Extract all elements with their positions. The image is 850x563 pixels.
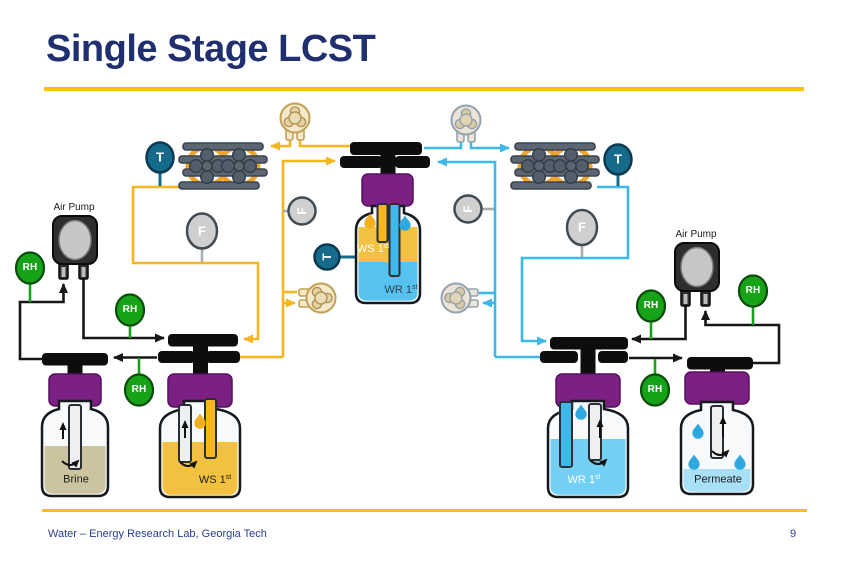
airline-pump-to-ws (82, 279, 165, 343)
roller-cluster (520, 147, 590, 185)
bottle-permeate (679, 357, 755, 496)
bottle-ws-first (158, 334, 242, 499)
brine-label: Brine (63, 473, 89, 486)
sensor-stems (28, 172, 755, 374)
air-pump-right (674, 242, 720, 307)
permeate-label: Permeate (694, 473, 742, 486)
rh-label-6: RH (647, 384, 663, 395)
rh-sensor-2 (114, 293, 146, 327)
footer-divider (42, 509, 807, 512)
pump-head-top-right (450, 104, 482, 143)
bottle-central (340, 142, 430, 305)
air-pump-left-label: Air Pump (53, 202, 95, 213)
droplet-blue (688, 454, 700, 470)
piping-air-black (18, 279, 781, 365)
rh-label-4: RH (643, 300, 659, 311)
rh-label-1: RH (22, 262, 38, 273)
pipe-bottle-to-pumphead-r (424, 142, 463, 150)
pump-head-mid-right (440, 282, 479, 314)
pump-head-mid-left (298, 282, 337, 314)
f-sensor-right (565, 208, 599, 247)
t-sensor-center (313, 243, 341, 271)
t-sensor-center-label: T (320, 253, 334, 261)
t-sensor-right (603, 143, 633, 176)
central-wr-label: WR 1st (384, 284, 418, 296)
pipe-pumphead-to-module-r (469, 142, 510, 153)
page-title: Single Stage LCST (46, 28, 376, 70)
humidity-sensors (14, 251, 769, 407)
f-sensor-right-label: F (578, 219, 586, 235)
bottle-wr-first (540, 337, 630, 499)
t-sensor-right-label: T (614, 151, 622, 167)
rh-label-5: RH (745, 285, 761, 296)
droplet-blue (734, 454, 746, 470)
page-number: 9 (790, 528, 797, 540)
title-divider (44, 87, 804, 91)
f-sensor-side-left (287, 196, 317, 226)
airline-brine-to-pump (18, 283, 68, 361)
pipe-module-to-wr-bottle (520, 185, 630, 346)
rh-sensor-3 (123, 373, 155, 407)
pipe-bottle-to-pumphead (298, 139, 352, 148)
bottle-brine (40, 353, 110, 498)
temperature-sensors (145, 141, 633, 271)
pipe-pumphead-to-module (270, 139, 292, 151)
droplet-blue (575, 404, 587, 420)
droplet-yellow (194, 413, 206, 429)
rh-sensor-6 (639, 373, 671, 407)
piping-warm-yellow (131, 139, 352, 359)
f-sensor-side-right-label: F (461, 205, 475, 213)
droplet-yellow (364, 213, 376, 229)
membrane-module-right (510, 142, 600, 190)
permeate-liquid (683, 469, 751, 492)
ws-liquid (162, 442, 238, 495)
air-pump-right-label: Air Pump (675, 229, 717, 240)
t-sensor-left (145, 141, 175, 174)
rh-sensor-1 (14, 251, 46, 285)
central-wr-layer (358, 262, 418, 301)
footer-text: Water – Energy Research Lab, Georgia Tec… (48, 528, 267, 540)
rh-sensor-4 (635, 289, 667, 323)
ws-bottle-label: WS 1st (198, 474, 232, 486)
membrane-module-left (178, 142, 268, 190)
droplet-blue (399, 215, 411, 231)
f-sensor-left-label: F (198, 223, 206, 239)
pipe-module-to-ws-bottle (131, 185, 260, 344)
airline-permeate-to-pump (701, 310, 781, 365)
wr-bottle-label: WR 1st (567, 474, 601, 486)
stir-arrow (589, 458, 608, 467)
rh-label-3: RH (131, 384, 147, 395)
central-ws-layer (358, 227, 418, 262)
stir-arrow (711, 449, 730, 458)
stir-arrow (179, 460, 198, 469)
rh-sensor-5 (737, 274, 769, 308)
f-sensor-left (185, 212, 219, 250)
f-sensor-side-left-label: F (295, 207, 309, 215)
rh-label-2: RH (122, 304, 138, 315)
f-sensor-side-right (453, 194, 483, 224)
stir-arrow (61, 459, 80, 468)
central-ws-label: WS 1st (356, 243, 390, 255)
flow-sensors (185, 194, 599, 250)
droplet-blue (692, 423, 704, 439)
pipe-riser-to-center-bottle-r (437, 157, 497, 357)
air-pump-left (52, 215, 98, 280)
t-sensor-left-label: T (156, 149, 164, 165)
roller-cluster (188, 147, 258, 185)
piping-cold-blue (424, 142, 630, 359)
pump-head-top-left (279, 102, 311, 141)
